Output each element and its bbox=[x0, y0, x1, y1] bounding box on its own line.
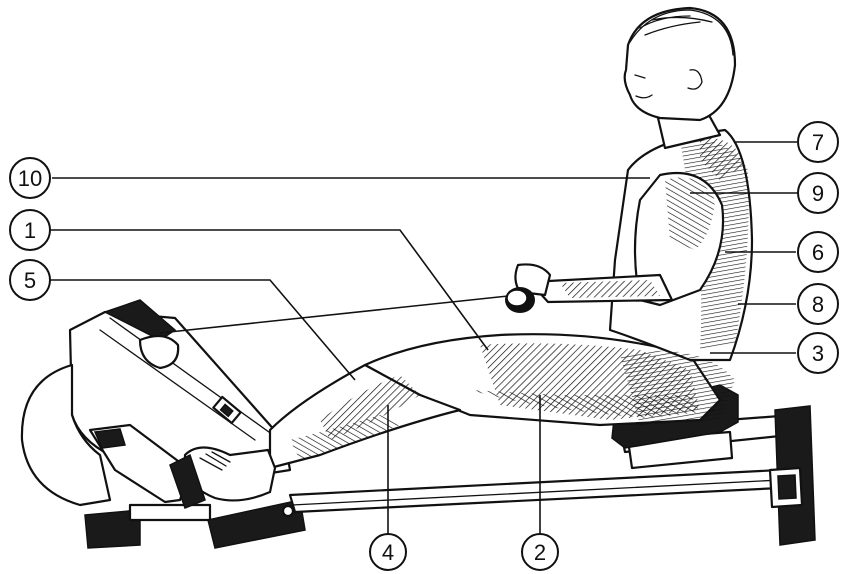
callout-6: 6 bbox=[798, 232, 838, 272]
callout-3: 3 bbox=[798, 333, 838, 373]
callout-7: 7 bbox=[798, 122, 838, 162]
forearm-muscle bbox=[560, 280, 660, 298]
callout-9: 9 bbox=[798, 173, 838, 213]
callout-10-label: 10 bbox=[18, 166, 42, 191]
callout-3-label: 3 bbox=[812, 341, 824, 366]
cable bbox=[160, 296, 508, 333]
callout-5: 5 bbox=[10, 260, 50, 300]
callout-4: 4 bbox=[370, 534, 406, 570]
callout-2-label: 2 bbox=[534, 540, 546, 565]
callout-8-label: 8 bbox=[812, 292, 824, 317]
callout-10: 10 bbox=[10, 158, 50, 198]
callout-5-label: 5 bbox=[24, 268, 36, 293]
callout-6-label: 6 bbox=[812, 240, 824, 265]
main-rail bbox=[290, 470, 780, 512]
callout-1-label: 1 bbox=[24, 218, 36, 243]
callout-1: 1 bbox=[10, 210, 50, 250]
callout-7-label: 7 bbox=[812, 130, 824, 155]
callout-4-label: 4 bbox=[382, 540, 394, 565]
callout-9-label: 9 bbox=[812, 181, 824, 206]
callout-2: 2 bbox=[522, 534, 558, 570]
glute bbox=[620, 351, 735, 425]
callout-8: 8 bbox=[798, 284, 838, 324]
